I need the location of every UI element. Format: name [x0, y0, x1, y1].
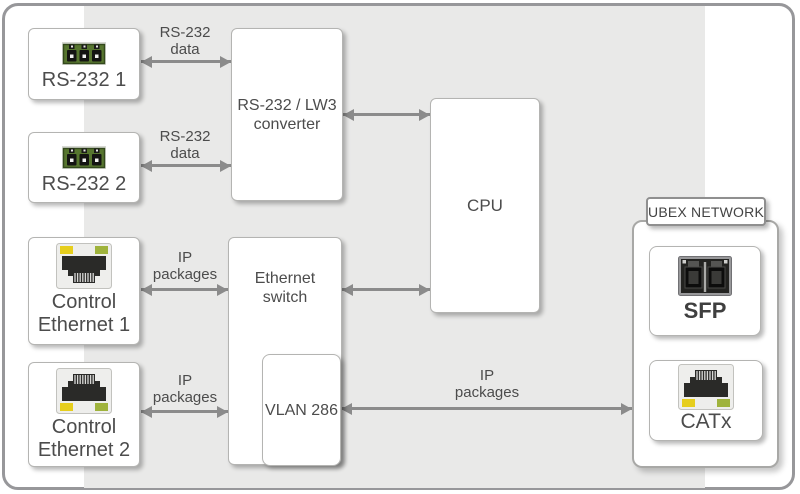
arrow-eth1-switch — [141, 288, 228, 291]
edge-label-line: IP — [177, 372, 193, 389]
node-label: Ethernet 2 — [37, 439, 131, 461]
arrow-rs232-2-converter — [141, 164, 231, 167]
edge-label-ip-packages-network: IP packages — [437, 367, 537, 401]
edge-label-ip-packages-eth1: IP packages — [145, 249, 225, 283]
edge-label-line: packages — [454, 384, 520, 401]
node-label: CPU — [467, 196, 503, 215]
node-label: Ethernet — [254, 270, 316, 287]
edge-label-line: packages — [152, 266, 218, 283]
node-label: RS-232 2 — [41, 173, 127, 195]
edge-label-rs232-data-top: RS-232 data — [145, 24, 225, 58]
node-label: RS-232 / LW3 — [237, 96, 337, 114]
node-label: Control — [51, 416, 117, 438]
node-sfp: SFP — [649, 246, 761, 336]
edge-label-line: data — [170, 41, 200, 58]
edge-label-line: RS-232 — [159, 128, 211, 145]
node-control-ethernet-2: Control Ethernet 2 — [28, 362, 140, 467]
arrow-vlan-ubex — [341, 407, 632, 410]
node-label: RS-232 1 — [41, 69, 127, 91]
node-control-ethernet-1: Control Ethernet 1 — [28, 237, 140, 345]
edge-label-line: IP — [479, 367, 495, 384]
node-label: CATx — [680, 410, 732, 433]
arrow-eth2-switch — [141, 410, 228, 413]
rj45-icon — [56, 243, 112, 289]
terminal-block-icon — [62, 41, 106, 65]
edge-label-ip-packages-eth2: IP packages — [145, 372, 225, 406]
node-label: switch — [262, 289, 308, 306]
device-body-panel — [84, 6, 705, 488]
node-label: VLAN 286 — [265, 401, 338, 419]
node-label: converter — [253, 115, 321, 133]
rj45-flipped-icon — [56, 368, 112, 414]
ubex-network-title-box: UBEX NETWORK — [646, 197, 766, 226]
node-vlan-286: VLAN 286 — [262, 354, 341, 466]
node-label: Ethernet 1 — [37, 314, 131, 336]
edge-label-rs232-data-bottom: RS-232 data — [145, 128, 225, 162]
ubex-network-title: UBEX NETWORK — [648, 203, 764, 220]
node-rs232-2: RS-232 2 — [28, 132, 140, 203]
arrow-converter-cpu — [343, 113, 430, 116]
edge-label-line: data — [170, 145, 200, 162]
node-rs232-lw3-converter: RS-232 / LW3 converter — [231, 28, 343, 201]
terminal-block-icon — [62, 145, 106, 169]
arrow-switch-cpu — [342, 288, 430, 291]
rj45-flipped-icon — [678, 364, 734, 410]
node-catx: CATx — [649, 360, 763, 441]
edge-label-line: RS-232 — [159, 24, 211, 41]
node-label: SFP — [683, 298, 727, 323]
sfp-cage-icon — [678, 256, 732, 296]
node-rs232-1: RS-232 1 — [28, 28, 140, 100]
arrow-rs232-1-converter — [141, 60, 231, 63]
node-cpu: CPU — [430, 98, 540, 313]
edge-label-line: IP — [177, 249, 193, 266]
node-label: Control — [51, 291, 117, 313]
edge-label-line: packages — [152, 389, 218, 406]
